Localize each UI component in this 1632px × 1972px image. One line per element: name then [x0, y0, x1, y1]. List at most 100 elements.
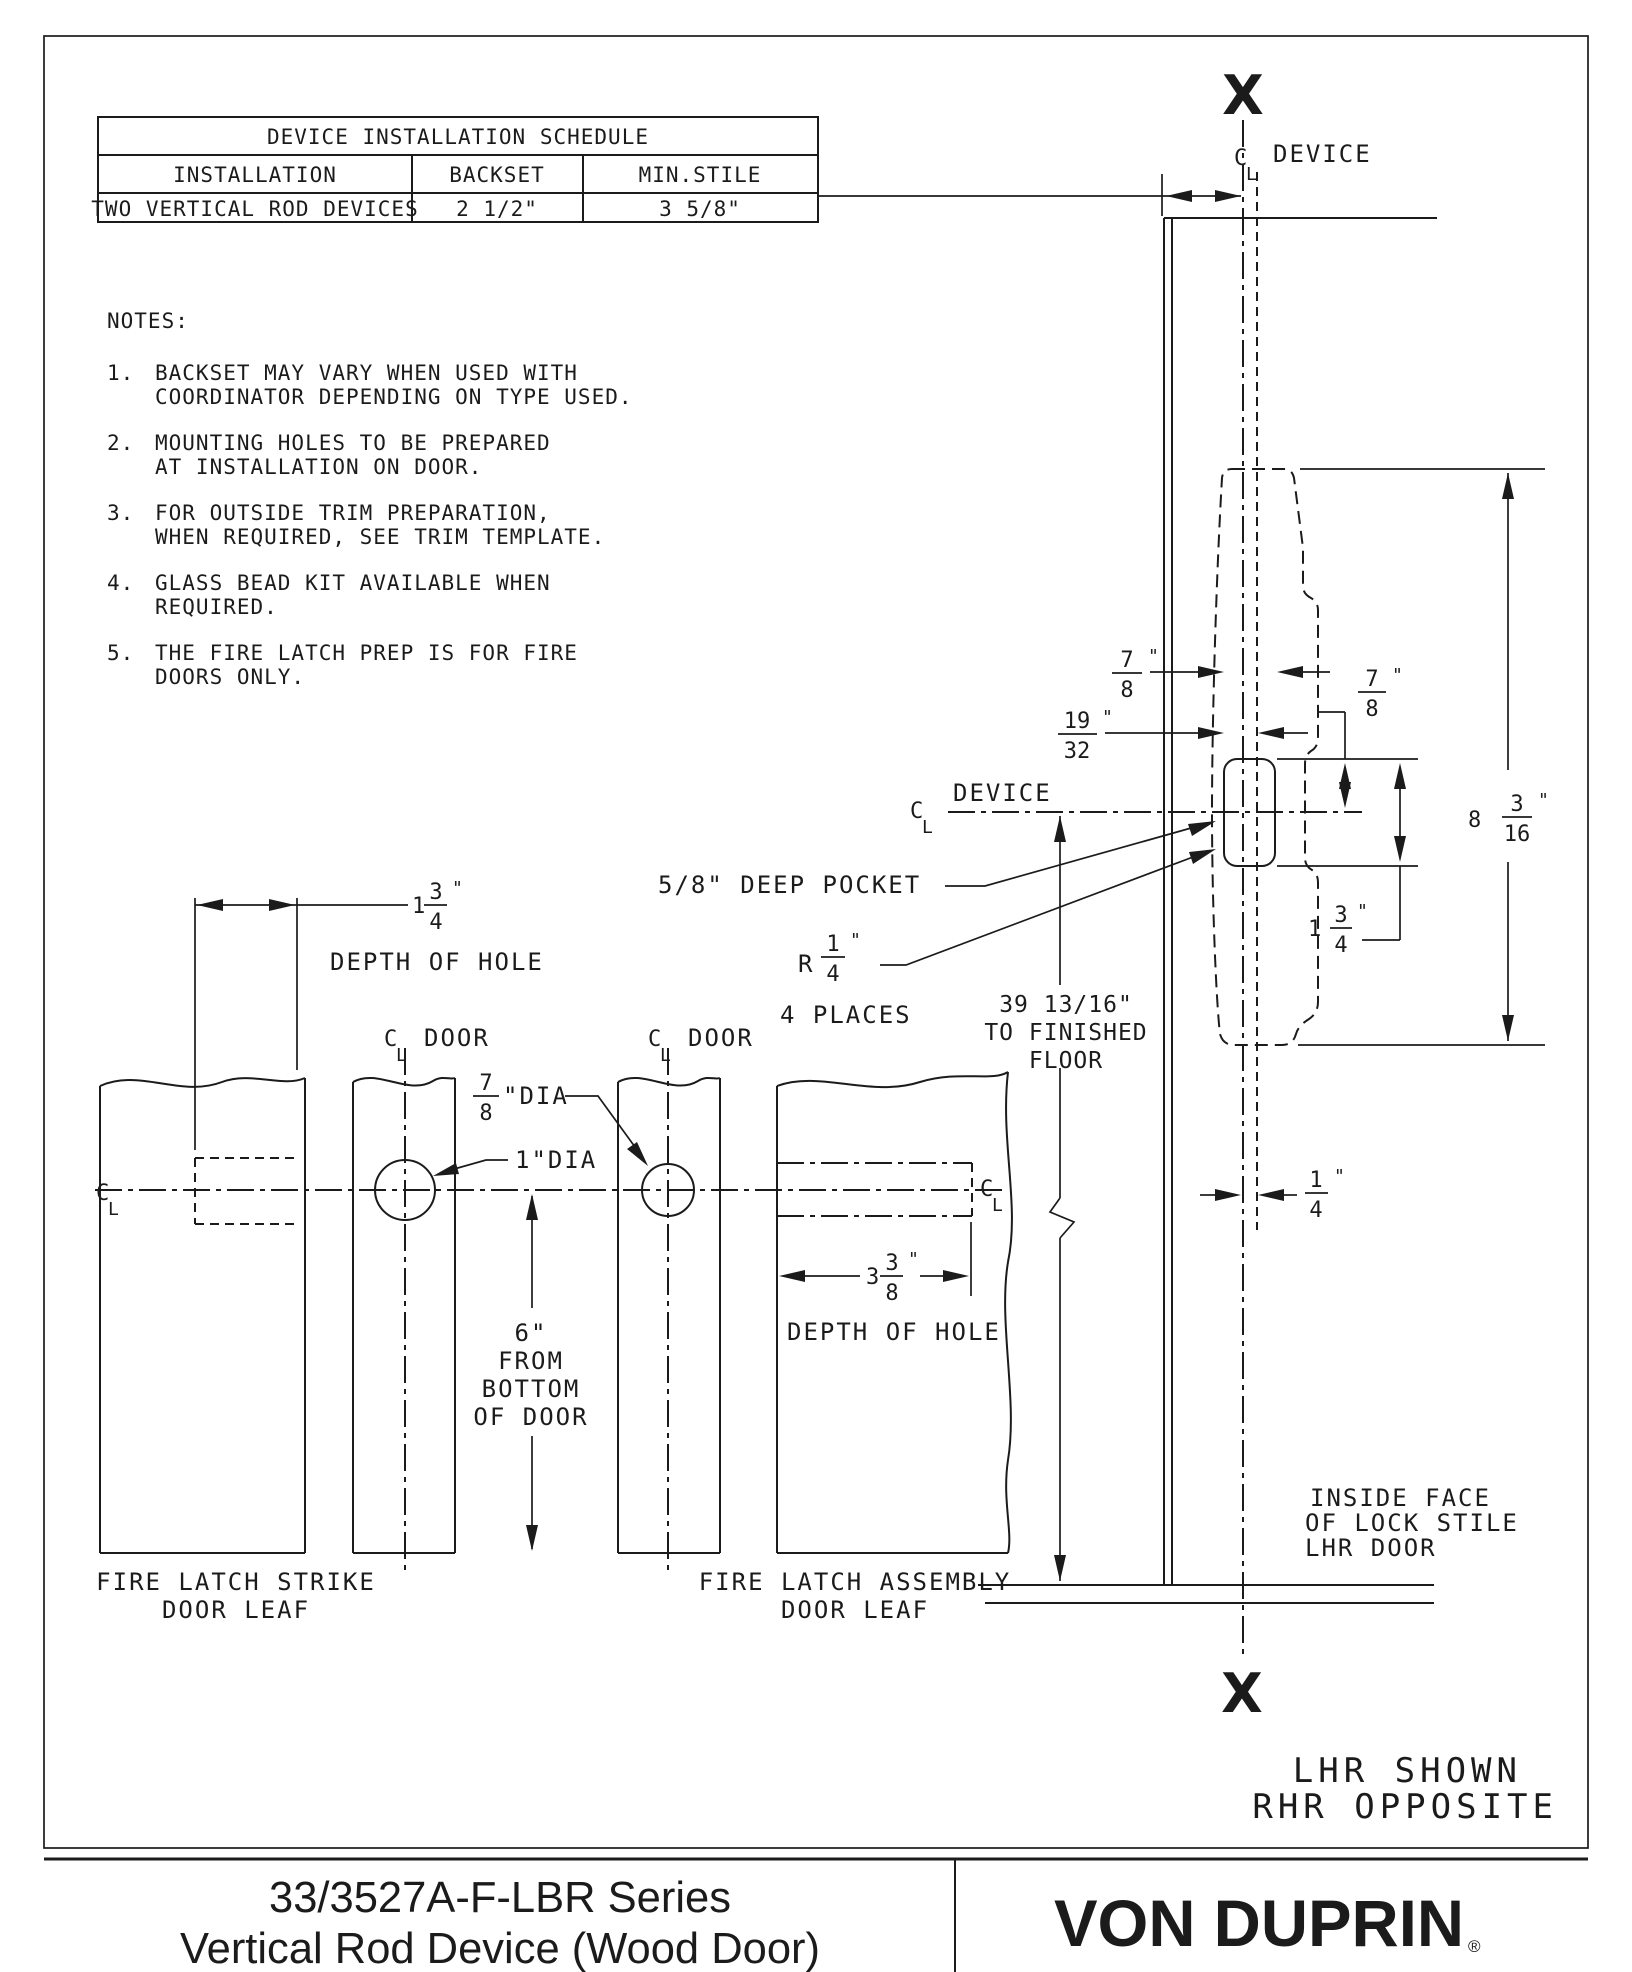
dim-width-19-32 [1058, 727, 1308, 739]
device-hidden-outline [1210, 468, 1319, 1046]
dim-rod-1-4 [1200, 1189, 1328, 1201]
note-line: REQUIRED. [155, 595, 278, 619]
section-mark-x-bottom: X [1221, 1662, 1263, 1725]
dim-3-3-8-numerator: 3 [885, 1251, 898, 1276]
door-centerline-symbol-d: C L [980, 1177, 1003, 1216]
note-line: MOUNTING HOLES TO BE PREPARED [155, 431, 551, 455]
radius-leader [880, 849, 1216, 966]
dim-vert-7-8-denominator: 8 [1365, 697, 1378, 722]
note-number: 1. [107, 361, 134, 385]
notes-list: 1. BACKSET MAY VARY WHEN USED WITH COORD… [107, 361, 633, 689]
panel-door-stile-78in [617, 1048, 721, 1575]
deep-pocket-label: 5/8" DEEP POCKET [658, 871, 921, 899]
dim-1-3-4-inch: " [1357, 901, 1368, 922]
note-number: 3. [107, 501, 134, 525]
dim-6-line2: FROM [498, 1347, 564, 1375]
note-line: GLASS BEAD KIT AVAILABLE WHEN [155, 571, 551, 595]
dim-overall-8-3-16 [1298, 468, 1545, 1046]
dia-7-8-suffix: "DIA [503, 1082, 569, 1110]
page-border [43, 35, 1589, 1849]
note-line: THE FIRE LATCH PREP IS FOR FIRE [155, 641, 578, 665]
notes-heading: NOTES: [107, 309, 189, 333]
schedule-row-installation: TWO VERTICAL ROD DEVICES [91, 197, 418, 221]
deep-pocket-leader [945, 821, 1216, 887]
dim-1-3-4-numerator: 3 [1334, 903, 1347, 928]
handing-line1: LHR SHOWN [1293, 1751, 1522, 1791]
title-product: Vertical Rod Device (Wood Door) [180, 1924, 820, 1972]
panel-door-stile-1in [352, 1048, 456, 1575]
dim-pocket-1-3-4 [1330, 763, 1406, 941]
dim-strike-1-3-4-denominator: 4 [429, 910, 442, 935]
dia-7-8-leader [565, 1095, 648, 1166]
radius-1-4-inch: " [850, 930, 861, 951]
dim-8-3-16-whole: 8 [1468, 808, 1481, 833]
dim-to-floor-value: 39 13/16" [999, 992, 1133, 1018]
dim-width-7-8 [1112, 666, 1330, 678]
panel-fire-latch-assembly [776, 1071, 1013, 1554]
schedule-row-min-stile: 3 5/8" [659, 197, 741, 221]
dim-7-8-denominator: 8 [1120, 678, 1133, 703]
title-block-rules [44, 1857, 1588, 1972]
schedule-col-min-stile: MIN.STILE [639, 163, 762, 187]
door-centerline-symbol-left: C L [96, 1181, 119, 1220]
dim-3-3-8-inch: " [908, 1249, 919, 1270]
svg-text:C: C [384, 1027, 397, 1052]
inside-face-line2: OF LOCK STILE [1305, 1509, 1519, 1537]
dim-19-32-denominator: 32 [1064, 739, 1091, 764]
dim-1-3-4-denominator: 4 [1334, 933, 1347, 958]
schedule-row-backset: 2 1/2" [456, 197, 538, 221]
schedule-col-backset: BACKSET [449, 163, 545, 187]
svg-text:L: L [396, 1045, 407, 1066]
dia-1-label: 1"DIA [515, 1146, 597, 1174]
section-mark-x-top: X [1222, 64, 1264, 127]
svg-text:L: L [922, 817, 933, 838]
svg-text:C: C [96, 1181, 109, 1206]
stile-linework [818, 120, 1437, 1660]
dim-8-3-16-inch: " [1538, 790, 1549, 811]
note-number: 4. [107, 571, 134, 595]
dim-8-3-16-denominator: 16 [1504, 822, 1531, 847]
dim-19-32-inch: " [1102, 707, 1113, 728]
brand-logo: VON DUPRIN [1054, 1886, 1464, 1960]
dia-7-8-denominator: 8 [479, 1101, 492, 1126]
dim-8-3-16-numerator: 3 [1510, 792, 1523, 817]
svg-text:L: L [1246, 164, 1257, 185]
assembly-depth-of-hole-label: DEPTH OF HOLE [787, 1318, 1001, 1346]
dim-3-3-8-whole: 3 [866, 1265, 879, 1290]
panel-fire-latch-strike [99, 1077, 306, 1554]
dim-vert-7-8 [1277, 711, 1418, 867]
schedule-col-installation: INSTALLATION [173, 163, 337, 187]
dim-1-4-numerator: 1 [1309, 1168, 1322, 1193]
dim-vert-7-8-numerator: 7 [1365, 667, 1378, 692]
note-line: AT INSTALLATION ON DOOR. [155, 455, 482, 479]
dim-7-8-inch: " [1148, 646, 1159, 667]
schedule-title: DEVICE INSTALLATION SCHEDULE [267, 125, 649, 149]
radius-places-label: 4 PLACES [780, 1001, 912, 1029]
note-line: WHEN REQUIRED, SEE TRIM TEMPLATE. [155, 525, 605, 549]
dim-6-line3: BOTTOM [482, 1375, 581, 1403]
dim-6-value: 6" [515, 1319, 548, 1347]
dia-1-leader [433, 1159, 508, 1176]
caption-strike-line1: FIRE LATCH STRIKE [96, 1568, 376, 1596]
svg-text:C: C [910, 799, 923, 824]
inside-face-line1: INSIDE FACE [1310, 1484, 1491, 1512]
device-centerline-label-mid: DEVICE [953, 779, 1052, 807]
dim-to-floor-line3: FLOOR [1029, 1048, 1103, 1074]
dim-19-32-numerator: 19 [1064, 709, 1091, 734]
dim-1-3-4-whole: 1 [1308, 917, 1321, 942]
device-centerline-symbol-top: C L [1234, 146, 1257, 185]
device-centerline-symbol-mid: C L [910, 799, 933, 838]
svg-text:L: L [660, 1045, 671, 1066]
brand-registered-mark: ® [1468, 1937, 1481, 1956]
dim-assembly-depth [779, 1222, 972, 1296]
dim-3-3-8-denominator: 8 [885, 1281, 898, 1306]
dim-6-line4: OF DOOR [473, 1403, 588, 1431]
svg-text:L: L [992, 1195, 1003, 1216]
note-number: 2. [107, 431, 134, 455]
strike-depth-of-hole-label: DEPTH OF HOLE [330, 948, 544, 976]
dim-strike-depth [194, 898, 447, 1150]
note-line: COORDINATOR DEPENDING ON TYPE USED. [155, 385, 633, 409]
title-series: 33/3527A-F-LBR Series [269, 1873, 731, 1922]
schedule-table-grid [97, 116, 819, 223]
